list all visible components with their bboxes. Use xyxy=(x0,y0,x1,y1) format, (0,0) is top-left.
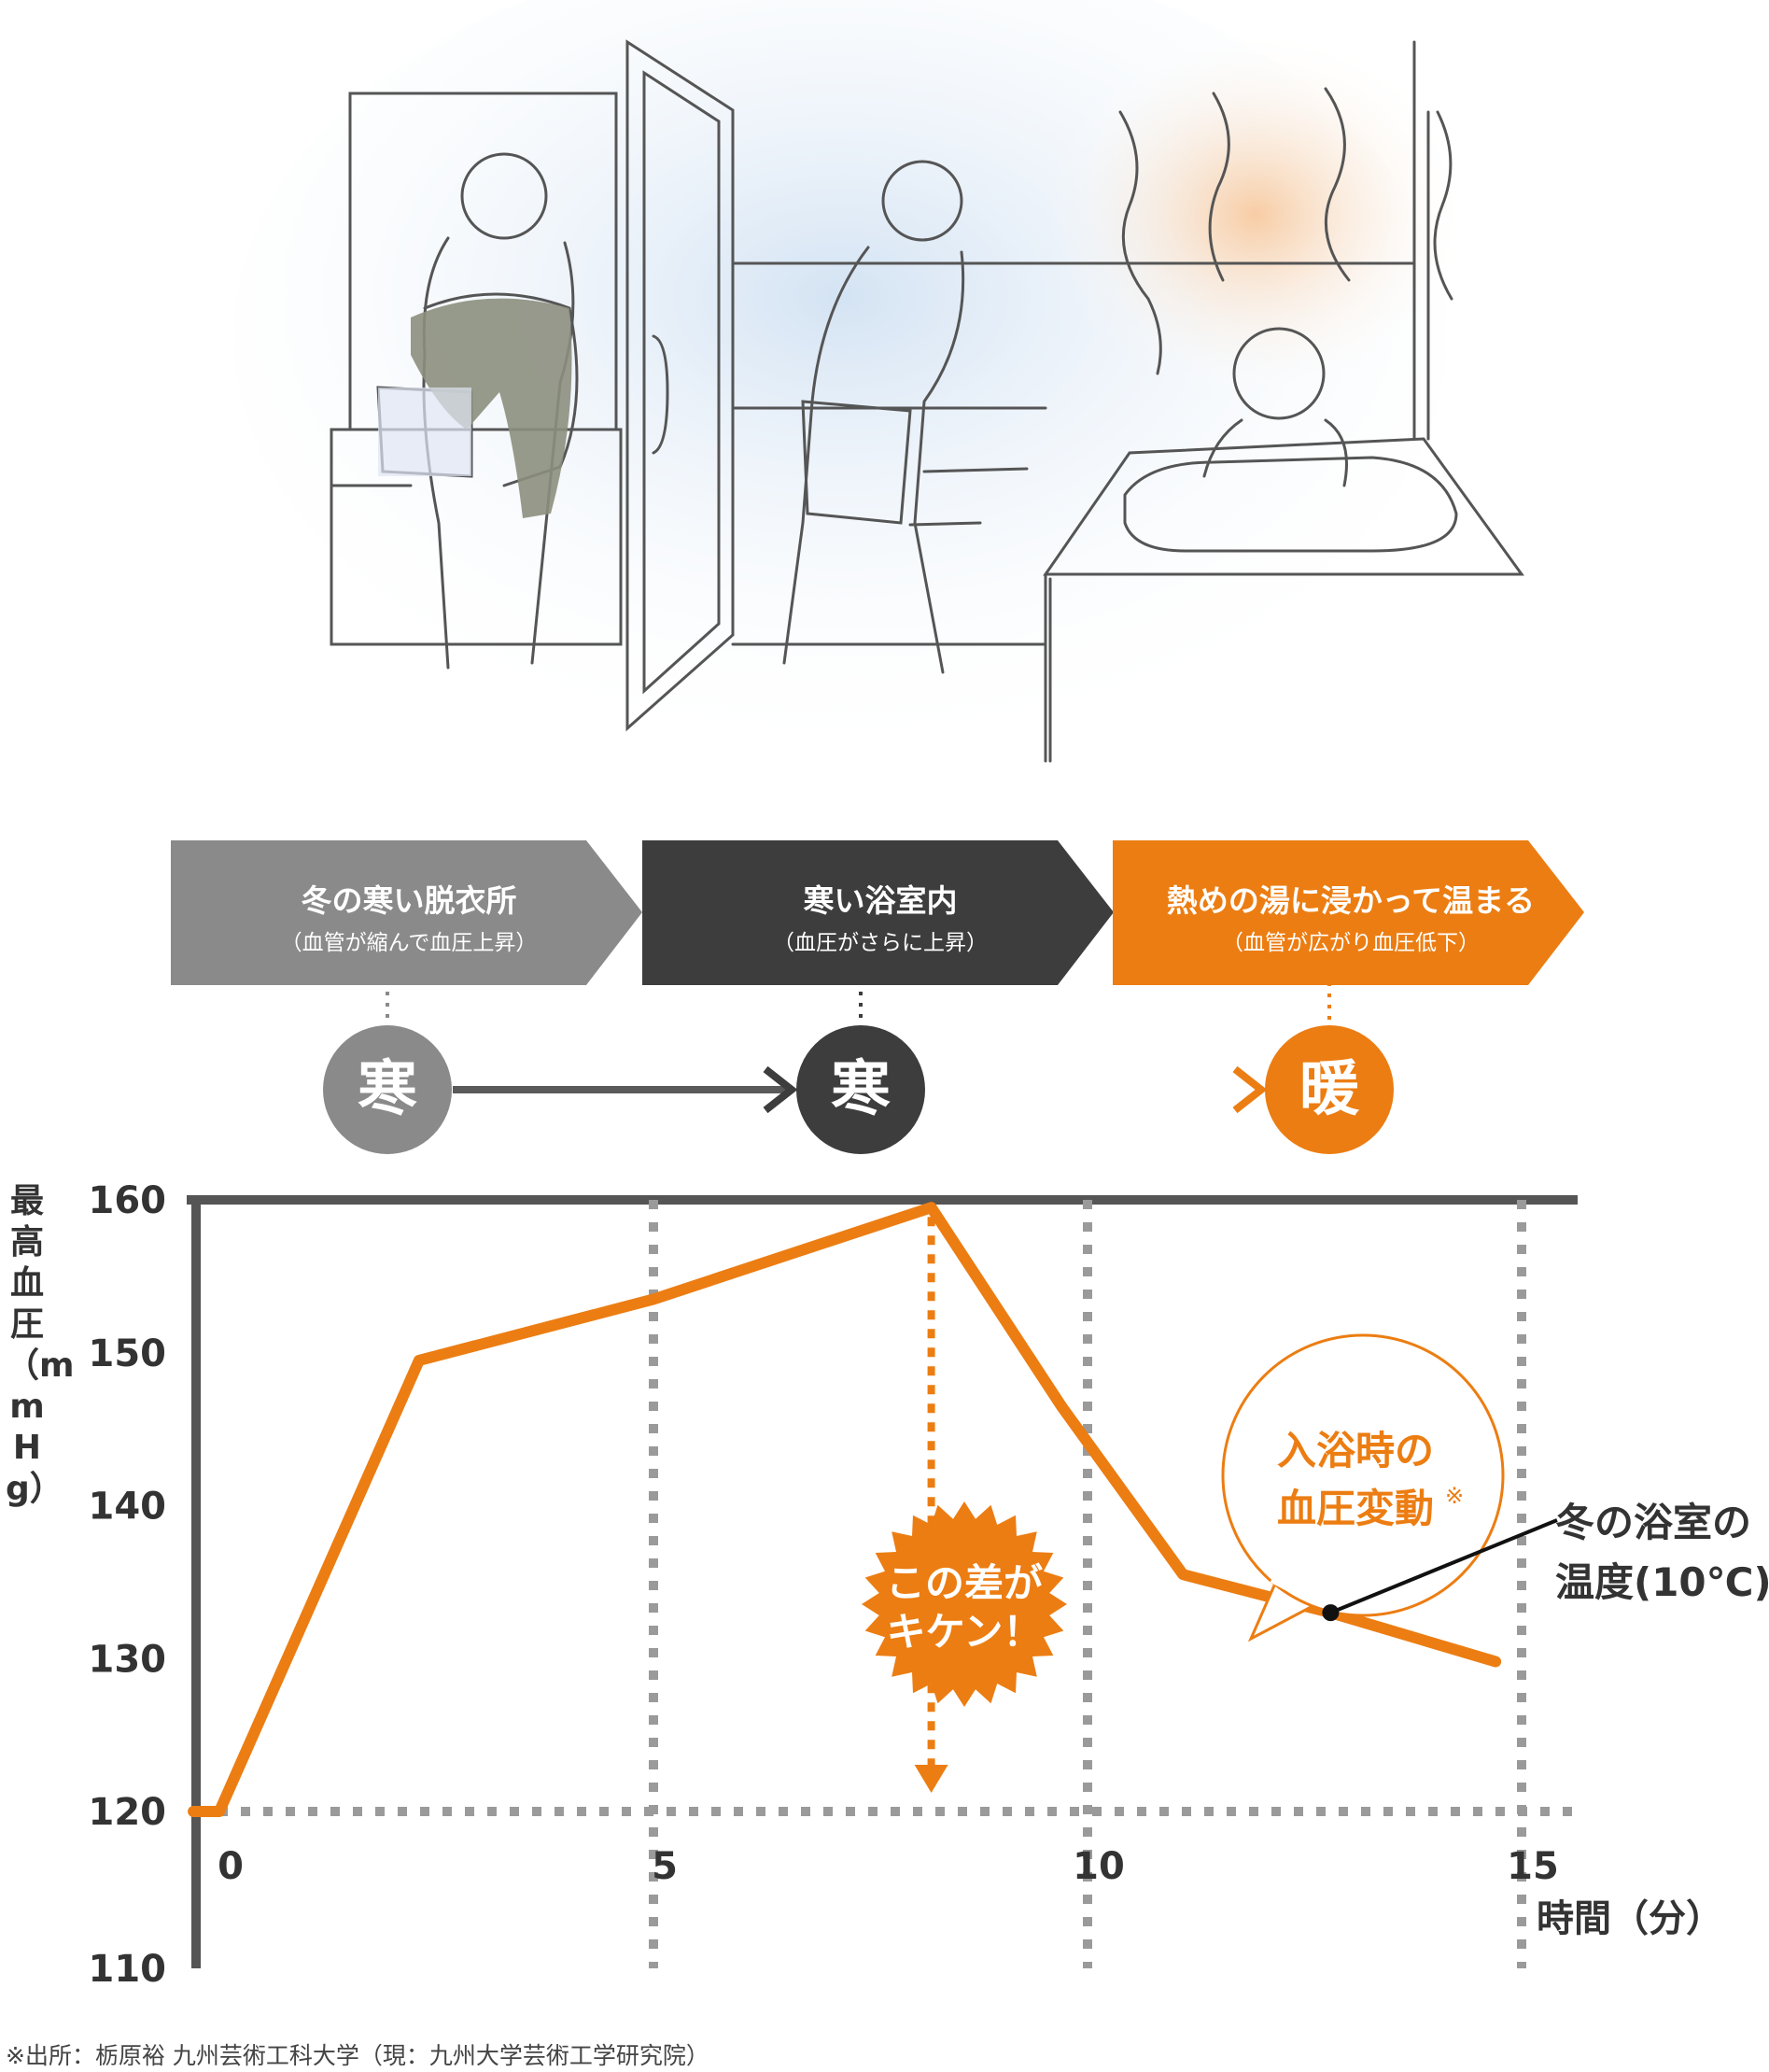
flow-step-3-arrow xyxy=(1113,840,1584,985)
y-tick-120: 120 xyxy=(89,1791,167,1834)
data-point xyxy=(190,1809,197,1814)
flow-step-3: 熱めの湯に浸かって温まる （血管が広がり血圧低下） xyxy=(1113,840,1645,985)
data-point xyxy=(217,1809,222,1814)
label-pointer-line xyxy=(1329,1518,1558,1614)
bathroom-illustration xyxy=(233,0,1524,763)
warning-burst-text: この差が xyxy=(886,1560,1043,1606)
warning-burst xyxy=(862,1501,1067,1707)
flow-step-2-arrow xyxy=(642,840,1114,985)
state-connectors xyxy=(386,971,1331,1114)
temperature-label: 冬の浴室の xyxy=(1555,1500,1751,1545)
speech-bubble xyxy=(1221,1333,1505,1617)
data-point xyxy=(1180,1572,1186,1578)
footnote: ※出所：栃原裕 九州芸術工科大学（現：九州大学芸術工学研究院） xyxy=(6,2042,709,2069)
difference-arrowhead xyxy=(914,1765,948,1793)
flow-step-2: 寒い浴室内 （血圧がさらに上昇） xyxy=(642,840,1174,985)
data-point xyxy=(415,1357,422,1363)
data-point xyxy=(1493,1658,1499,1665)
flow-step-3-sub: （血管が広がり血圧低下） xyxy=(1222,931,1480,955)
warning-burst-text: キケン！ xyxy=(887,1609,1043,1655)
x-tick-10: 10 xyxy=(1073,1845,1125,1888)
state-cold-1: 寒 xyxy=(323,1025,452,1154)
flow-step-2-title: 寒い浴室内 xyxy=(803,882,958,919)
x-tick-5: 5 xyxy=(652,1845,678,1888)
state-warm: 暖 xyxy=(1265,1025,1394,1154)
x-tick-15: 15 xyxy=(1507,1845,1559,1888)
flow-step-1-sub: （血管が縮んで血圧上昇） xyxy=(280,931,538,955)
state-cold-2: 寒 xyxy=(796,1025,925,1154)
footnote-mark: ※ xyxy=(1445,1483,1464,1509)
flow-step-1-arrow xyxy=(171,840,642,985)
data-point xyxy=(651,1296,656,1303)
bubble-tail-mask xyxy=(1270,1577,1316,1605)
x-axis-label: 時間（分） xyxy=(1537,1897,1723,1940)
speech-bubble-text: 血圧変動 xyxy=(1277,1486,1434,1531)
data-point xyxy=(1059,1403,1065,1410)
y-tick-150: 150 xyxy=(89,1332,167,1375)
temperature-label: 温度(10℃) xyxy=(1555,1559,1769,1605)
flow-step-1: 冬の寒い脱衣所 （血管が縮んで血圧上昇） xyxy=(171,840,703,985)
speech-bubble-text: 入浴時の xyxy=(1277,1428,1434,1473)
x-tick-0: 0 xyxy=(218,1845,244,1888)
data-point xyxy=(928,1205,934,1211)
y-tick-140: 140 xyxy=(89,1486,167,1529)
flow-step-2-sub: （血圧がさらに上昇） xyxy=(773,931,988,955)
y-tick-110: 110 xyxy=(89,1948,167,1991)
y-tick-130: 130 xyxy=(89,1638,167,1681)
flow-step-3-title: 熱めの湯に浸かって温まる xyxy=(1166,882,1536,919)
flow-step-1-title: 冬の寒い脱衣所 xyxy=(301,882,517,919)
y-tick-160: 160 xyxy=(89,1179,167,1222)
